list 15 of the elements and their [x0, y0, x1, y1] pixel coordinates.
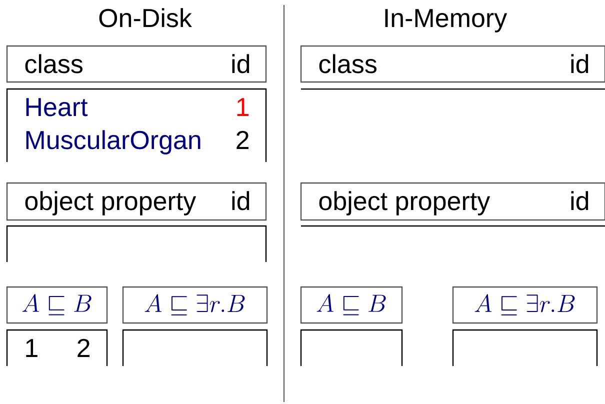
table-body — [6, 225, 267, 262]
column-heading: On-Disk — [99, 8, 192, 28]
table-header: object property id — [6, 182, 267, 221]
table-body: 1 2 — [6, 329, 108, 366]
table-body — [452, 329, 598, 366]
axiom-header: $A \sqsubseteq B$ — [300, 286, 403, 324]
table-body: Heart 1 MuscularOrgan 2 — [6, 88, 267, 162]
table-body — [300, 329, 403, 366]
axiom-header: $A \sqsubseteq \exists r . B$ — [452, 286, 598, 324]
table-header: class id — [300, 45, 605, 83]
table-header: object property id — [300, 182, 605, 221]
axiom-header: $A \sqsubseteq \exists r . B$ — [122, 286, 268, 324]
table-header: class id — [6, 45, 267, 83]
table-body — [122, 329, 268, 366]
axiom-header: $A \sqsubseteq B$ — [6, 286, 108, 324]
